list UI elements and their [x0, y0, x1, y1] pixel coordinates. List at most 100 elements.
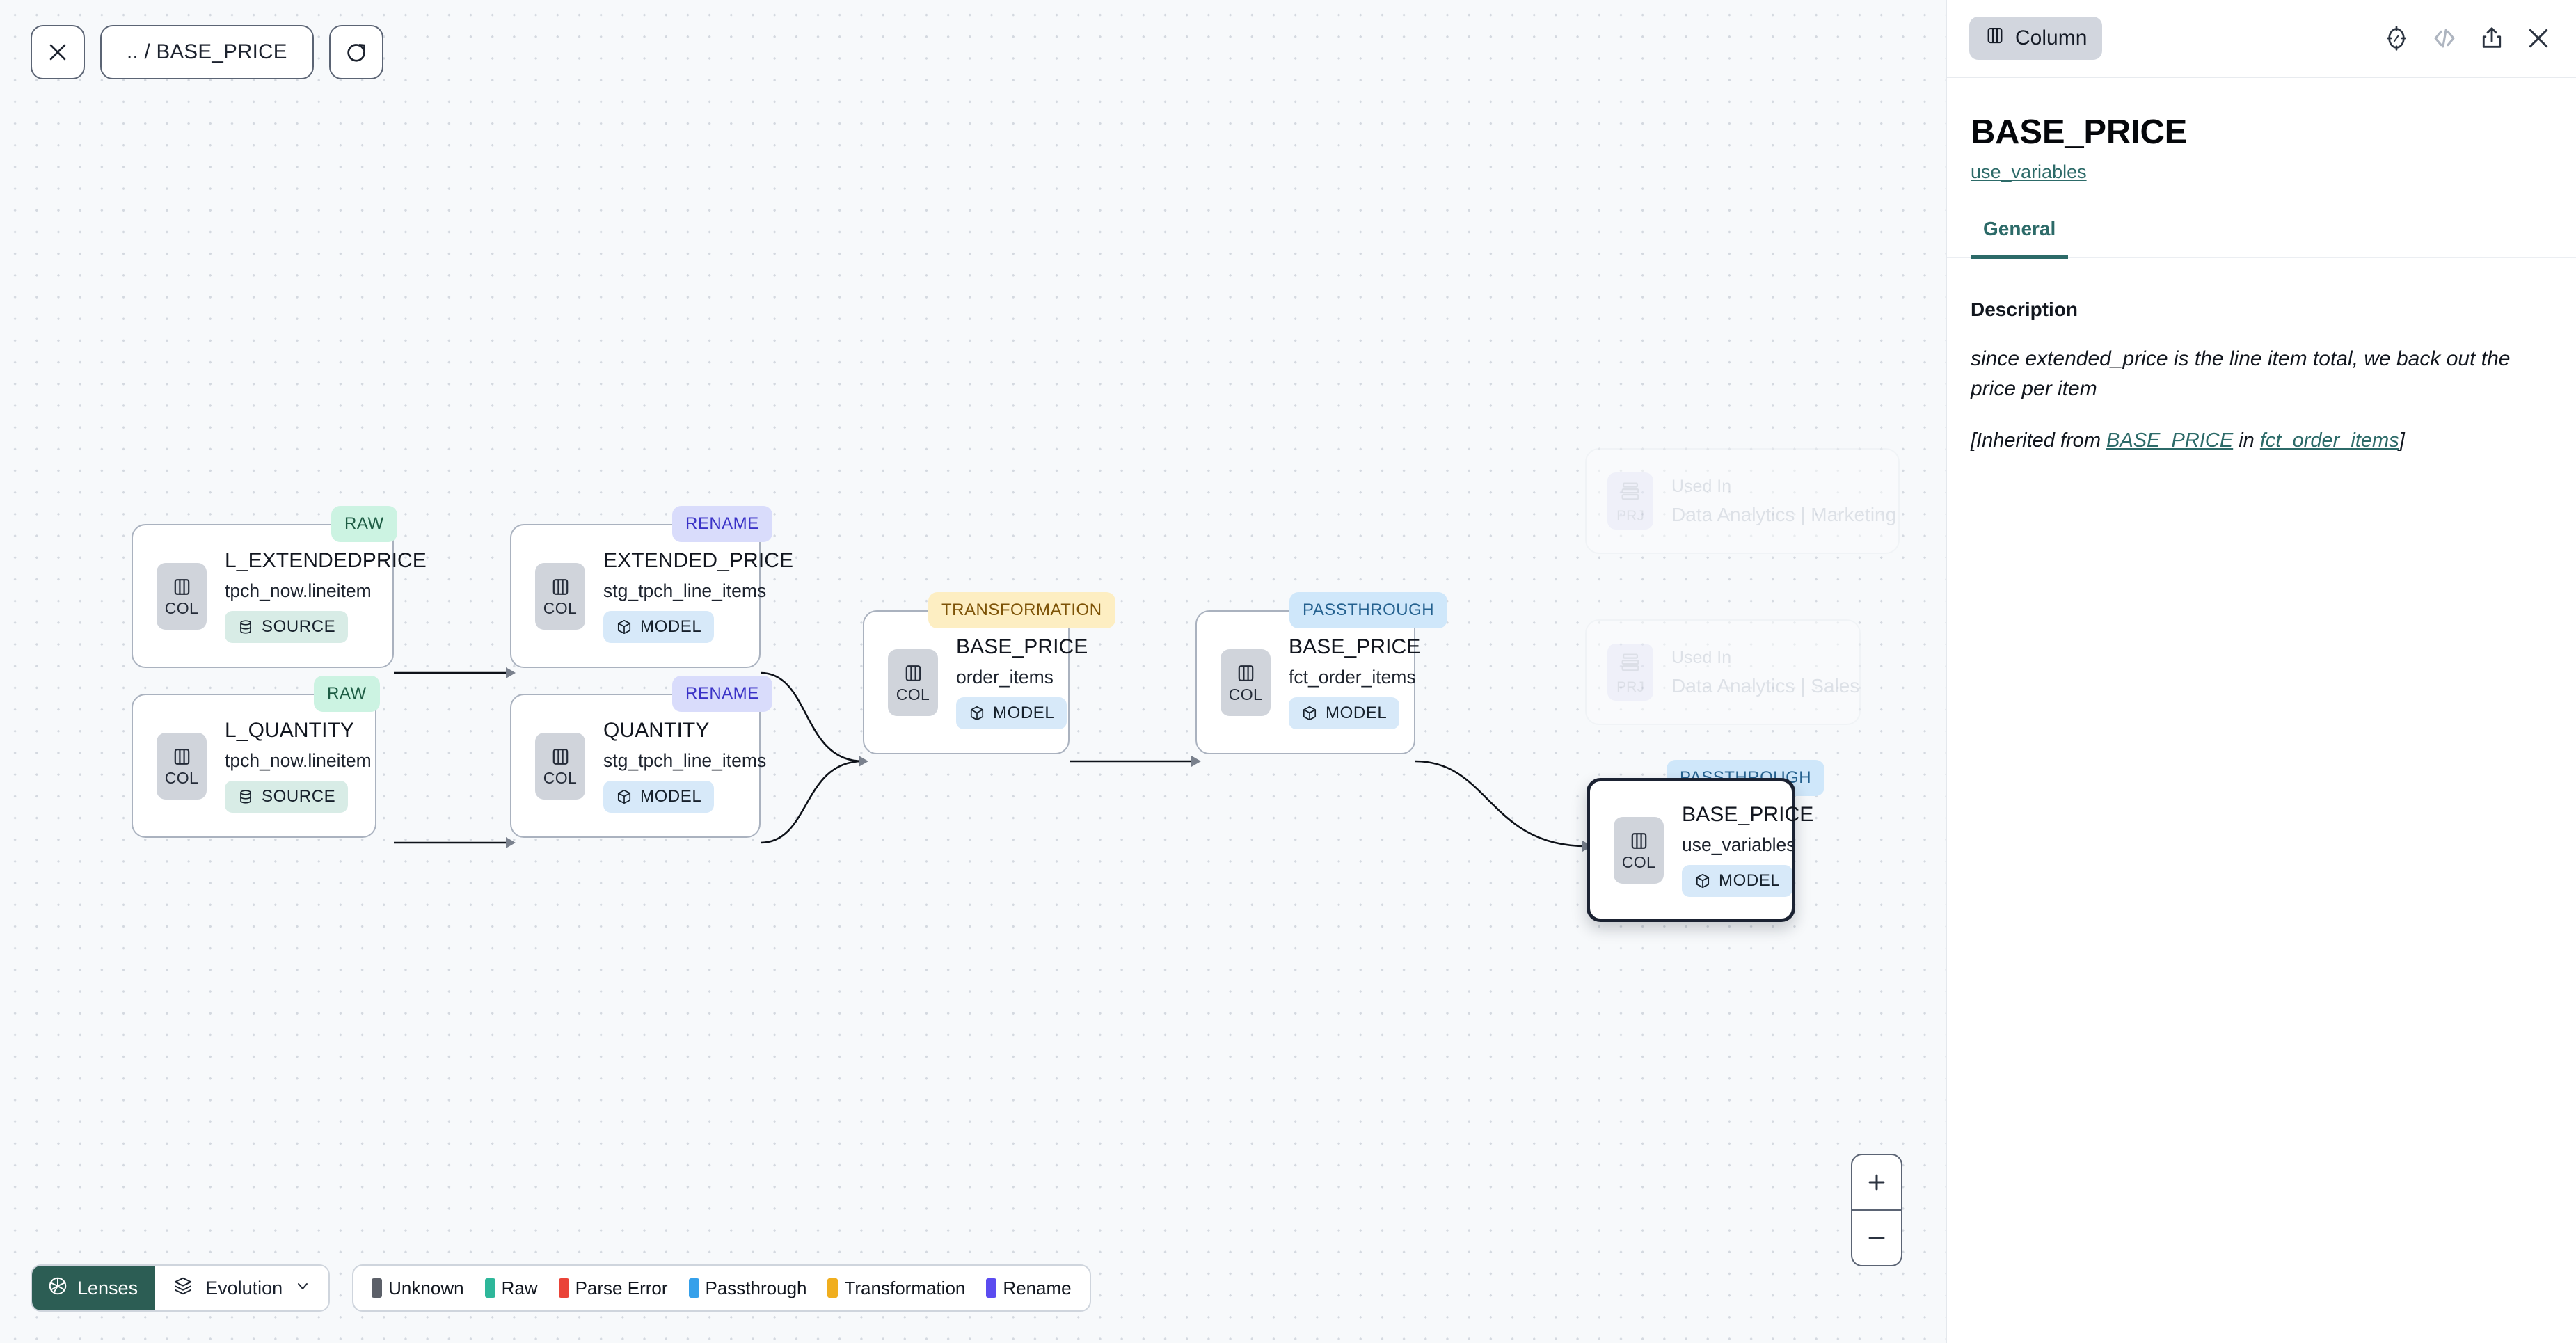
legend-item: Unknown	[372, 1277, 464, 1299]
layers-icon	[173, 1276, 193, 1301]
legend-swatch-raw	[484, 1278, 495, 1298]
project-type-label: PRJ	[1616, 507, 1644, 524]
used-in-node-marketing[interactable]: PRJ Used In Data Analytics | Marketing	[1585, 448, 1900, 554]
column-type-label: COL	[543, 768, 578, 787]
legend-item: Rename	[986, 1277, 1072, 1299]
compass-icon[interactable]	[2383, 24, 2410, 52]
lineage-node-l-quantity[interactable]: COL L_QUANTITY tpch_now.lineitem SOURCE	[132, 694, 376, 838]
node-subtitle: stg_tpch_line_items	[603, 580, 767, 602]
inherited-suffix: ]	[2399, 429, 2405, 452]
share-upload-icon[interactable]	[2479, 25, 2505, 51]
node-title: L_EXTENDEDPRICE	[225, 548, 427, 572]
column-type-chip: COL	[535, 732, 585, 800]
chevron-down-icon	[294, 1278, 311, 1299]
column-type-label: COL	[164, 598, 199, 617]
minus-icon	[1868, 1237, 1885, 1239]
entity-kind-pill[interactable]: Column	[1969, 17, 2103, 60]
lineage-node-base-price-order-items[interactable]: COL BASE_PRICE order_items MODEL	[863, 610, 1088, 754]
used-in-project-name: Data Analytics | Sales	[1671, 674, 1860, 697]
node-subtitle: use_variables	[1682, 834, 1796, 856]
used-in-kicker: Used In	[1671, 476, 1732, 496]
node-badge-passthrough: PASSTHROUGH	[1289, 592, 1448, 628]
cube-icon	[1301, 705, 1318, 722]
refresh-button[interactable]	[328, 25, 383, 79]
node-chip-source: SOURCE	[225, 611, 349, 644]
node-chip-label: MODEL	[640, 617, 702, 637]
column-type-chip: COL	[1614, 816, 1664, 884]
canvas-toolbar: .. / BASE_PRICE	[31, 25, 383, 79]
panel-header-actions	[2383, 24, 2552, 53]
lineage-node-base-price-use-variables-selected[interactable]: COL BASE_PRICE use_variables MODEL	[1587, 778, 1813, 922]
node-badge-raw: RAW	[331, 506, 397, 542]
evolution-label: Evolution	[205, 1277, 283, 1298]
columns-icon	[171, 576, 193, 598]
inherited-model-link[interactable]: fct_order_items	[2259, 429, 2399, 452]
legend-label: Rename	[1003, 1277, 1072, 1298]
zoom-out-button[interactable]	[1852, 1211, 1901, 1265]
used-in-node-sales[interactable]: PRJ Used In Data Analytics | Sales	[1585, 619, 1861, 725]
parent-model-link[interactable]: use_variables	[1971, 161, 2087, 182]
inherited-prefix: [Inherited from	[1971, 429, 2107, 452]
legend-label: Unknown	[388, 1277, 464, 1298]
legend-swatch-parse-error	[558, 1278, 569, 1298]
column-type-label: COL	[896, 685, 930, 704]
column-type-chip: COL	[157, 732, 207, 800]
node-badge-rename: RENAME	[672, 506, 772, 542]
node-subtitle: tpch_now.lineitem	[225, 750, 372, 772]
description-label: Description	[1971, 299, 2078, 321]
node-chip-label: SOURCE	[262, 617, 336, 637]
columns-icon	[550, 576, 571, 598]
cube-icon	[1694, 873, 1711, 889]
zoom-in-button[interactable]	[1852, 1155, 1901, 1209]
lineage-canvas[interactable]: PRJ Used In Data Analytics | Marketing P…	[0, 0, 1946, 1343]
column-type-label: COL	[164, 768, 199, 787]
node-chip-label: MODEL	[1719, 871, 1781, 891]
legend-item: Transformation	[827, 1278, 965, 1299]
node-title: BASE_PRICE	[1682, 802, 1814, 826]
project-stack-icon	[1619, 651, 1642, 678]
node-subtitle: tpch_now.lineitem	[225, 580, 372, 602]
details-panel: Column	[1946, 0, 2576, 1343]
breadcrumb-button[interactable]: .. / BASE_PRICE	[100, 25, 314, 79]
evolution-dropdown[interactable]: Evolution	[155, 1266, 329, 1310]
close-canvas-button[interactable]	[31, 25, 85, 79]
node-badge-raw: RAW	[314, 676, 380, 712]
panel-body: Description since extended_price is the …	[1947, 258, 2576, 454]
project-type-label: PRJ	[1616, 678, 1644, 695]
columns-icon	[1235, 662, 1257, 684]
lineage-node-l-extendedprice[interactable]: COL L_EXTENDEDPRICE tpch_now.lineitem SO…	[132, 524, 427, 668]
bottom-toolbar: Lenses Evolution	[31, 1264, 1091, 1312]
used-in-project-name: Data Analytics | Marketing	[1671, 503, 1897, 525]
node-title: QUANTITY	[603, 718, 710, 742]
description-text: since extended_price is the line item to…	[1971, 347, 2511, 400]
lineage-node-base-price-fct-order-items[interactable]: COL BASE_PRICE fct_order_items MODEL	[1195, 610, 1420, 754]
node-title: EXTENDED_PRICE	[603, 548, 794, 572]
legend-label: Transformation	[844, 1277, 966, 1298]
node-title: BASE_PRICE	[956, 635, 1088, 658]
column-type-chip: COL	[1221, 649, 1271, 716]
inherited-column-link[interactable]: BASE_PRICE	[2106, 429, 2234, 452]
tab-general[interactable]: General	[1971, 218, 2069, 259]
lineage-node-quantity[interactable]: COL QUANTITY stg_tpch_line_items MODEL	[510, 694, 766, 838]
columns-icon	[1628, 830, 1650, 852]
refresh-icon	[344, 40, 368, 64]
node-subtitle: fct_order_items	[1289, 667, 1416, 688]
project-type-chip: PRJ	[1607, 472, 1653, 530]
node-chip-source: SOURCE	[225, 781, 349, 813]
used-in-kicker: Used In	[1671, 647, 1732, 667]
zoom-controls	[1851, 1153, 1902, 1266]
legend-item: Passthrough	[688, 1278, 806, 1299]
page-title: BASE_PRICE	[1971, 113, 2188, 151]
close-icon[interactable]	[2525, 24, 2552, 52]
legend-swatch-transformation	[827, 1278, 838, 1298]
legend-label: Parse Error	[575, 1277, 668, 1298]
node-chip-model: MODEL	[1289, 697, 1400, 730]
lenses-button[interactable]: Lenses	[32, 1266, 156, 1310]
code-brackets-icon[interactable]	[2430, 24, 2459, 53]
node-chip-model: MODEL	[603, 781, 715, 813]
close-x-icon	[46, 40, 70, 64]
column-type-chip: COL	[888, 649, 938, 716]
lineage-node-extended-price[interactable]: COL EXTENDED_PRICE stg_tpch_line_items M…	[510, 524, 793, 668]
entity-kind-label: Column	[2015, 26, 2088, 49]
breadcrumb: .. / BASE_PRICE	[127, 40, 287, 63]
